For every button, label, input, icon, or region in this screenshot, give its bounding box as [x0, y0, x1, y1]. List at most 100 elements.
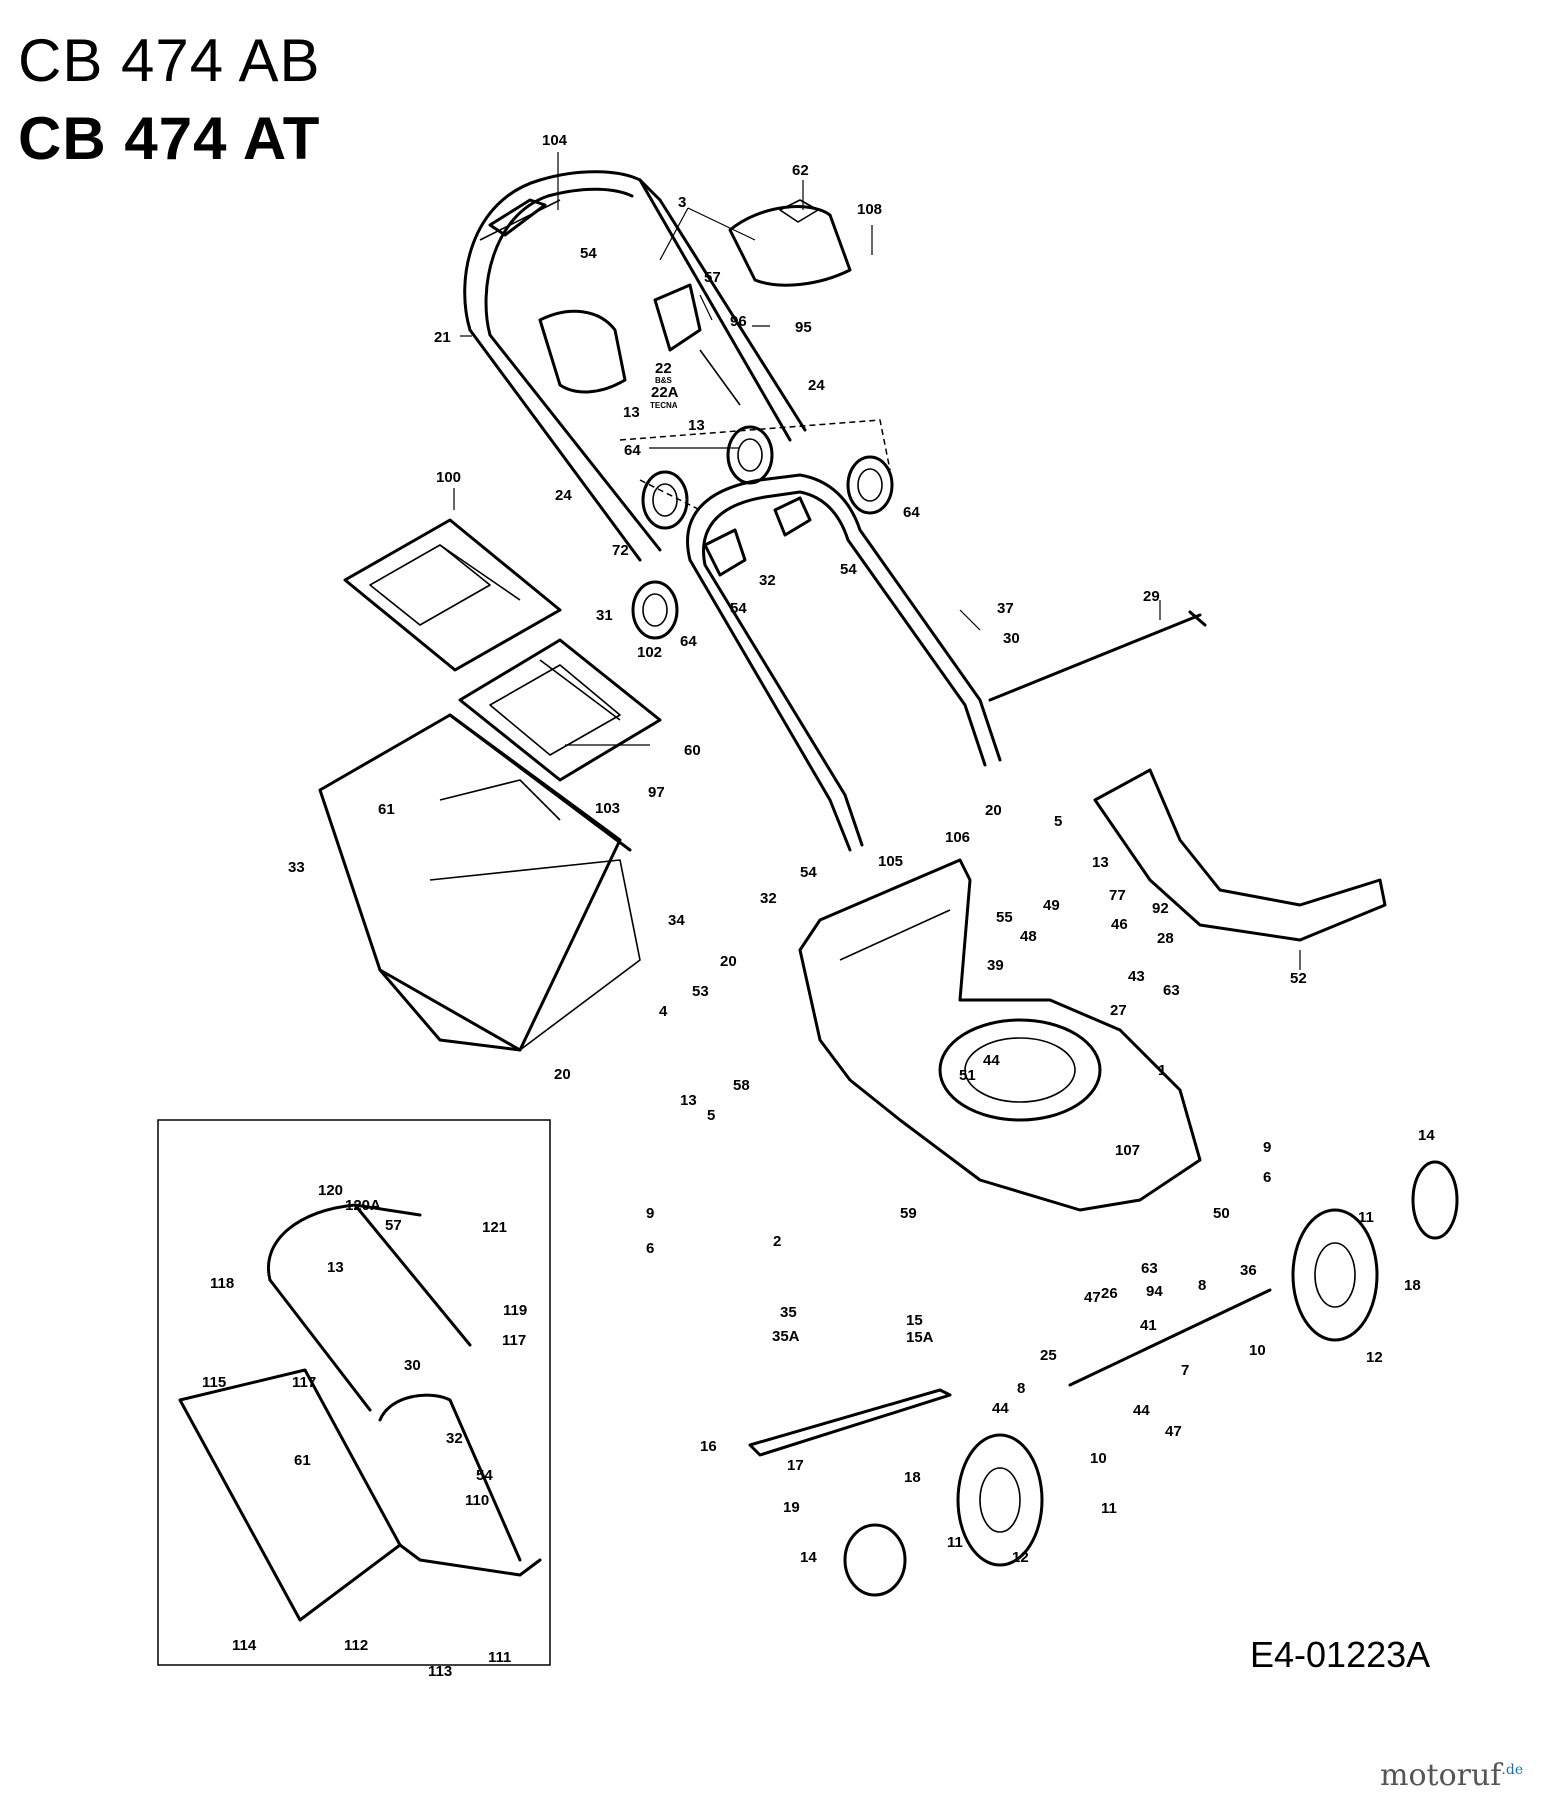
callout-48: 48 — [1020, 928, 1037, 945]
callout-22: 22 — [655, 360, 672, 377]
callout-24-b: 24 — [555, 487, 572, 504]
callout-64-b: 64 — [903, 504, 920, 521]
callout-20-c: 20 — [554, 1066, 571, 1083]
callout-47-b: 47 — [1165, 1423, 1182, 1440]
grass-bag-33 — [318, 713, 641, 1052]
callout-13-d: 13 — [680, 1092, 697, 1109]
callout-117-b: 117 — [292, 1374, 316, 1391]
callout-97: 97 — [648, 784, 665, 801]
callout-2: 2 — [773, 1233, 781, 1250]
callout-118: 118 — [210, 1275, 234, 1292]
callout-102: 102 — [637, 644, 662, 661]
callout-60: 60 — [684, 742, 701, 759]
callout-20-b: 20 — [720, 953, 737, 970]
callout-54-d: 54 — [800, 864, 817, 881]
callout-95: 95 — [795, 319, 812, 336]
callout-4: 4 — [659, 1003, 668, 1020]
callout-13-b: 13 — [688, 417, 705, 434]
callout-32-b: 32 — [760, 890, 777, 907]
callout-29: 29 — [1143, 588, 1160, 605]
callout-21: 21 — [434, 329, 451, 346]
callout-5-a: 5 — [1054, 813, 1062, 830]
rear-wheel-12 — [1291, 1208, 1379, 1342]
callout-9-b: 9 — [646, 1205, 654, 1222]
axle-7 — [1068, 1288, 1272, 1387]
callout-110: 110 — [465, 1492, 489, 1509]
callout-108: 108 — [857, 201, 882, 218]
callout-1: 1 — [1158, 1062, 1166, 1079]
callout-100: 100 — [436, 469, 461, 486]
callout-7: 7 — [1181, 1362, 1189, 1379]
bag-top-102 — [458, 638, 662, 782]
callout-55: 55 — [996, 909, 1013, 926]
callout-92: 92 — [1152, 900, 1169, 917]
callout-59: 59 — [900, 1205, 917, 1222]
callout-119: 119 — [503, 1302, 527, 1319]
callout-31: 31 — [596, 607, 613, 624]
callout-19: 19 — [783, 1499, 800, 1516]
callout-11-c: 11 — [947, 1534, 963, 1551]
callout-117-a: 117 — [502, 1332, 526, 1349]
callout-28: 28 — [1157, 930, 1174, 947]
callout-64-c: 64 — [680, 633, 697, 650]
callout-9-a: 9 — [1263, 1139, 1271, 1156]
callout-16: 16 — [700, 1438, 717, 1455]
callout-32-c: 32 — [446, 1430, 463, 1447]
callout-11-b: 11 — [1101, 1500, 1117, 1517]
deck-housing-1 — [798, 858, 1202, 1212]
callout-113: 113 — [428, 1663, 452, 1680]
callout-44-c: 44 — [1133, 1402, 1150, 1419]
callout-120: 120 — [318, 1182, 343, 1199]
watermark-tld: .de — [1501, 1762, 1524, 1778]
callout-57-b: 57 — [385, 1217, 402, 1234]
callout-103: 103 — [595, 800, 620, 817]
callout-15: 15 — [906, 1312, 923, 1329]
knob-32-upper — [703, 496, 812, 577]
leader-lines — [453, 152, 1301, 970]
front-wheel-12 — [956, 1433, 1044, 1567]
knob-64-d — [631, 580, 679, 640]
callout-54-b: 54 — [840, 561, 857, 578]
callout-12-a: 12 — [1366, 1349, 1383, 1366]
callout-72: 72 — [612, 542, 629, 559]
blade-16 — [748, 1388, 952, 1457]
callout-61-b: 61 — [294, 1452, 311, 1469]
note-tecna: TECNA — [650, 401, 678, 410]
callout-10-a: 10 — [1249, 1342, 1266, 1359]
cable-clip-104 — [488, 198, 547, 237]
callout-58: 58 — [733, 1077, 750, 1094]
callout-77: 77 — [1109, 887, 1126, 904]
callout-94: 94 — [1146, 1283, 1163, 1300]
callout-13-e: 13 — [327, 1259, 344, 1276]
hubcap-14-a — [1411, 1160, 1459, 1240]
callout-96: 96 — [730, 313, 747, 330]
callout-52: 52 — [1290, 970, 1307, 987]
callout-13-a: 13 — [623, 404, 640, 421]
callout-49: 49 — [1043, 897, 1060, 914]
callout-112: 112 — [344, 1637, 368, 1654]
callout-107: 107 — [1115, 1142, 1140, 1159]
callout-37: 37 — [997, 600, 1014, 617]
callout-34: 34 — [668, 912, 685, 929]
callout-33: 33 — [288, 859, 305, 876]
callout-53: 53 — [692, 983, 709, 1000]
callout-44-a: 44 — [983, 1052, 1000, 1069]
upper-handle — [463, 170, 807, 562]
callout-5-b: 5 — [707, 1107, 715, 1124]
knob-64-b — [641, 470, 689, 530]
callout-3: 3 — [678, 194, 686, 211]
callout-18-b: 18 — [904, 1469, 921, 1486]
callout-14-b: 14 — [800, 1549, 817, 1566]
callout-111: 111 — [488, 1649, 511, 1666]
callout-120a: 120A — [345, 1197, 381, 1214]
watermark-main: motoruf — [1380, 1758, 1502, 1793]
callout-35a: 35A — [772, 1328, 800, 1345]
callout-22a: 22A — [651, 384, 679, 401]
bag-top-100 — [343, 518, 562, 672]
lever-22 — [653, 283, 741, 406]
callout-41: 41 — [1140, 1317, 1157, 1334]
callout-6-a: 6 — [1263, 1169, 1271, 1186]
callout-35: 35 — [780, 1304, 797, 1321]
model-title-ab: CB 474 AB — [18, 27, 321, 94]
